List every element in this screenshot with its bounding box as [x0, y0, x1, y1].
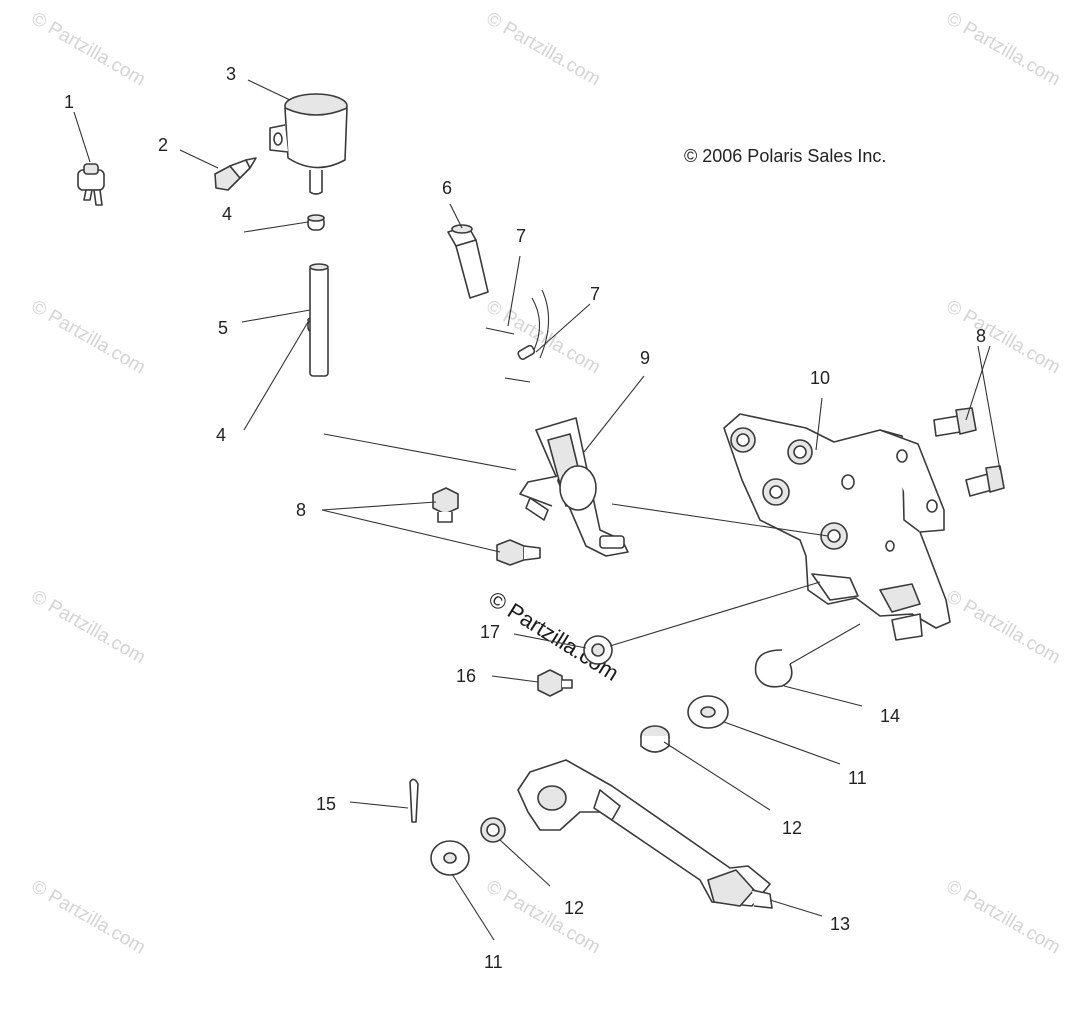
- callouts: 1 2 3 4 4 5 6 7 7 8 8 9 10 11 11 12 12 1…: [64, 64, 986, 972]
- part-10-bracket: [723, 413, 951, 641]
- callout-1: 1: [64, 92, 74, 112]
- copyright-notice: © 2006 Polaris Sales Inc.: [684, 146, 886, 166]
- callout-12: 12: [564, 898, 584, 918]
- callout-15: 15: [316, 794, 336, 814]
- callout-7: 7: [516, 226, 526, 246]
- callout-10: 10: [810, 368, 830, 388]
- watermark: © Partzilla.com: [943, 8, 1064, 90]
- part-8-bolt: [496, 539, 541, 566]
- callout-17: 17: [480, 622, 500, 642]
- part-7-wire-lower: [504, 289, 550, 383]
- watermark: © Partzilla.com: [28, 296, 149, 378]
- watermark: © Partzilla.com: [943, 296, 1064, 378]
- callout-11: 11: [484, 952, 503, 972]
- watermark: © Partzilla.com: [483, 8, 604, 90]
- part-16-bolt: [537, 669, 573, 697]
- part-1-clip: [77, 163, 105, 206]
- part-11-washer: [687, 695, 729, 729]
- callout-5: 5: [218, 318, 228, 338]
- part-2-bolt: [214, 157, 257, 191]
- callout-6: 6: [442, 178, 452, 198]
- watermark: © Partzilla.com: [943, 876, 1064, 958]
- callout-12: 12: [782, 818, 802, 838]
- watermark: © Partzilla.com: [483, 876, 604, 958]
- callout-4: 4: [216, 425, 226, 445]
- part-6-switch: [447, 224, 489, 299]
- leader-lines: [73, 79, 1001, 941]
- part-12-bushing: [480, 817, 506, 843]
- part-5-hose: [309, 263, 329, 377]
- callout-14: 14: [880, 706, 900, 726]
- callout-13: 13: [830, 914, 850, 934]
- callout-8: 8: [976, 326, 986, 346]
- part-17-washer: [583, 635, 613, 665]
- part-8-bolt: [965, 465, 1005, 497]
- part-12-bushing: [640, 725, 670, 753]
- part-15-cotter-pin: [409, 778, 419, 823]
- callout-3: 3: [226, 64, 236, 84]
- part-3-reservoir: [269, 93, 348, 195]
- watermark: © Partzilla.com: [28, 586, 149, 668]
- part-8-bolt: [432, 487, 459, 523]
- part-11-washer: [430, 840, 470, 876]
- callout-9: 9: [640, 348, 650, 368]
- callout-7: 7: [590, 284, 600, 304]
- watermark: © Partzilla.com: [943, 586, 1064, 668]
- watermark: © Partzilla.com: [28, 8, 149, 90]
- callout-4: 4: [222, 204, 232, 224]
- part-7-wire-upper: [485, 327, 515, 335]
- part-13-pedal: [517, 759, 773, 909]
- callout-16: 16: [456, 666, 476, 686]
- part-9-master-cylinder: [519, 417, 629, 557]
- callout-11: 11: [848, 768, 867, 788]
- callout-2: 2: [158, 135, 168, 155]
- part-4-clamp-upper: [307, 214, 325, 231]
- watermark: © Partzilla.com: [28, 876, 149, 958]
- part-14-snap-ring: [754, 649, 793, 688]
- part-8-bolt: [933, 407, 977, 437]
- callout-8: 8: [296, 500, 306, 520]
